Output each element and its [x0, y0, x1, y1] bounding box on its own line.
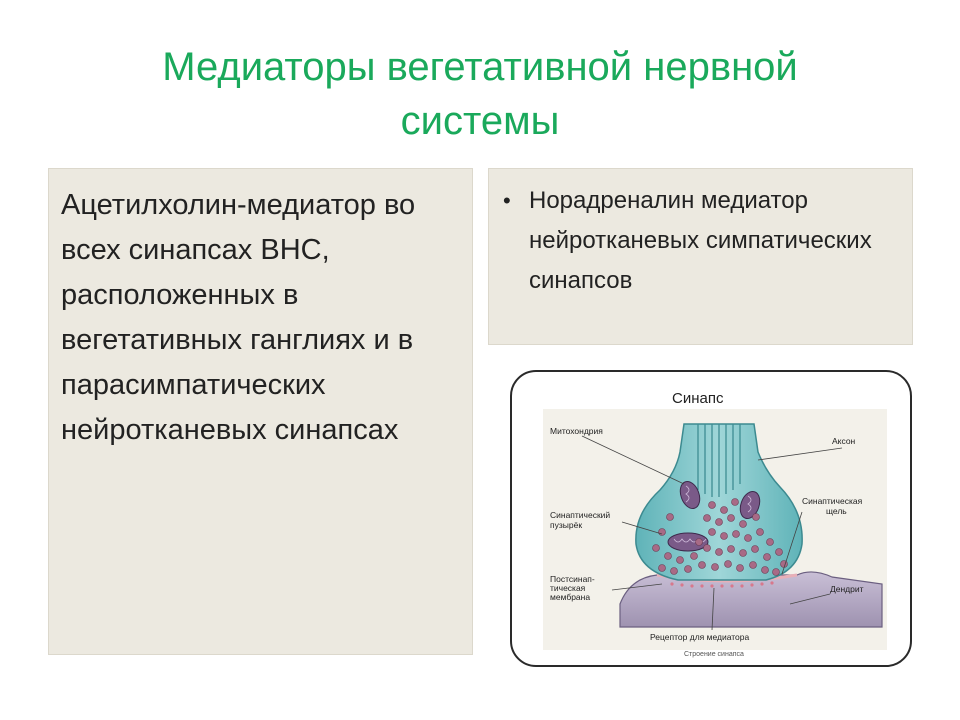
synapse-diagram: Синапс [543, 390, 887, 658]
label-membrane-line-2: тическая [550, 583, 586, 593]
synapse-diagram-frame: Синапс [510, 370, 912, 667]
noradrenaline-text: Норадреналин медиатор нейротканевых симп… [529, 187, 872, 294]
neurofilaments [697, 424, 741, 497]
leader-lines [581, 435, 843, 631]
slide-title-line-1: Медиаторы вегетативной нервной [162, 45, 798, 89]
noradrenaline-bullet-row: • Норадреналин медиатор нейротканевых си… [489, 169, 912, 301]
label-vesicle-line-1: Синаптический [550, 510, 610, 520]
dendrite-shape [619, 571, 883, 628]
synaptic-vesicles [652, 498, 788, 576]
acetylcholine-text-box: Ацетилхолин-медиатор во всех синапсах ВН… [48, 168, 473, 655]
label-dendrite: Дендрит [830, 584, 864, 594]
label-membrane-line-3: мембрана [550, 592, 590, 602]
label-axon: Аксон [832, 436, 856, 446]
label-cleft-line-2: щель [826, 506, 847, 516]
label-receptor: Рецептор для медиатора [650, 632, 750, 642]
label-cleft-line-1: Синаптическая [802, 496, 863, 506]
slide-title: Медиаторы вегетативной нервной системы [0, 40, 960, 148]
bullet-icon: • [503, 188, 511, 213]
slide-title-line-2: системы [400, 99, 560, 143]
label-vesicle-line-2: пузырёк [550, 520, 582, 530]
receptors [670, 581, 774, 588]
acetylcholine-text: Ацетилхолин-медиатор во всех синапсах ВН… [61, 189, 416, 446]
label-mitochondria: Митохондрия [550, 426, 603, 436]
diagram-caption: Строение синапса [684, 651, 744, 658]
mitochondria-group [667, 480, 761, 552]
noradrenaline-text-box: • Норадреналин медиатор нейротканевых си… [488, 168, 913, 345]
label-membrane-line-1: Постсинап- [550, 574, 595, 584]
diagram-title: Синапс [672, 390, 724, 407]
